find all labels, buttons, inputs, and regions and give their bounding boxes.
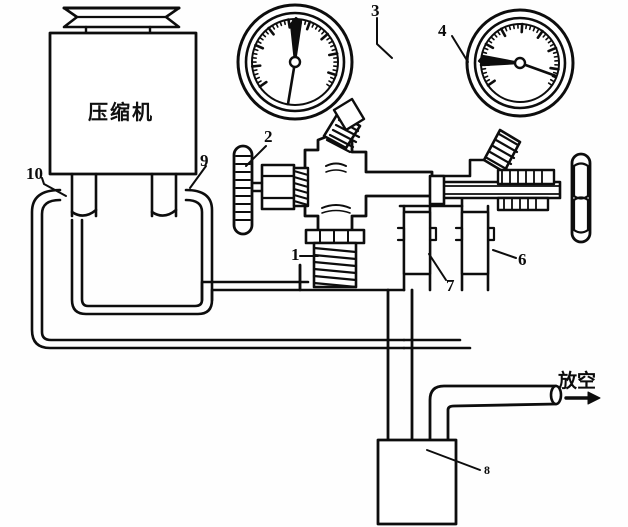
valve-stem-horizontal	[428, 168, 562, 212]
valve-body-7	[396, 204, 438, 292]
leader-7	[428, 253, 447, 281]
vent-tank	[376, 438, 458, 526]
pipe-loop-10	[30, 188, 406, 350]
leader-6	[492, 249, 517, 259]
compressor-body	[48, 31, 198, 176]
gauge-left-hub	[288, 55, 302, 69]
vent-outlet-mouth	[549, 384, 563, 406]
hex-nut	[260, 163, 296, 211]
gauge-right-tail	[518, 61, 558, 78]
callout-3: 3	[371, 1, 380, 20]
gauge-right	[465, 8, 575, 118]
pipe-loop-9	[70, 188, 214, 316]
compressor-text-label: 压缩机	[88, 100, 154, 124]
pipe-9-riser	[200, 263, 310, 302]
compressor-assembly	[48, 6, 198, 218]
vent-text-label: 放空	[558, 370, 597, 392]
gauge-left-tail	[286, 60, 297, 106]
leader-3	[376, 17, 393, 59]
gauge-left	[236, 3, 354, 121]
callout-8: 8	[484, 463, 490, 477]
callout-6: 6	[518, 250, 527, 269]
callout-1: 1	[291, 245, 300, 264]
leader-4	[451, 35, 469, 63]
outlet-nipple-threaded	[304, 228, 366, 289]
valve-body-6	[454, 204, 496, 292]
leader-8	[426, 449, 481, 471]
gauge-right-neck	[482, 128, 522, 174]
gauge-left-needle	[289, 16, 303, 64]
callout-9: 9	[200, 151, 209, 170]
vent-elbow-lower	[446, 402, 558, 442]
leader-2	[245, 145, 267, 167]
callout-4: 4	[438, 21, 447, 40]
gauge-right-needle	[477, 54, 522, 67]
callout-7: 7	[446, 276, 455, 295]
callout-10: 10	[26, 164, 43, 183]
handwheel	[232, 144, 254, 236]
gauge-left-neck	[322, 97, 366, 154]
gauge-right-hub	[513, 56, 527, 70]
compressor-legs	[70, 172, 178, 218]
leader-10	[41, 177, 67, 197]
lower-manifold	[298, 263, 406, 292]
leader-9	[189, 165, 207, 189]
flywheel-cover-icon	[62, 6, 181, 29]
vent-direction-arrow	[564, 391, 601, 405]
regulator-stem-left	[250, 163, 310, 211]
vent-elbow-upper	[428, 384, 558, 442]
shutoff-valve-assembly	[396, 128, 592, 292]
callout-leaders	[41, 17, 517, 471]
callout-2: 2	[264, 127, 273, 146]
vent-piping	[376, 288, 563, 526]
tbar-handle	[570, 152, 592, 244]
pressure-regulator-assembly	[232, 97, 434, 289]
